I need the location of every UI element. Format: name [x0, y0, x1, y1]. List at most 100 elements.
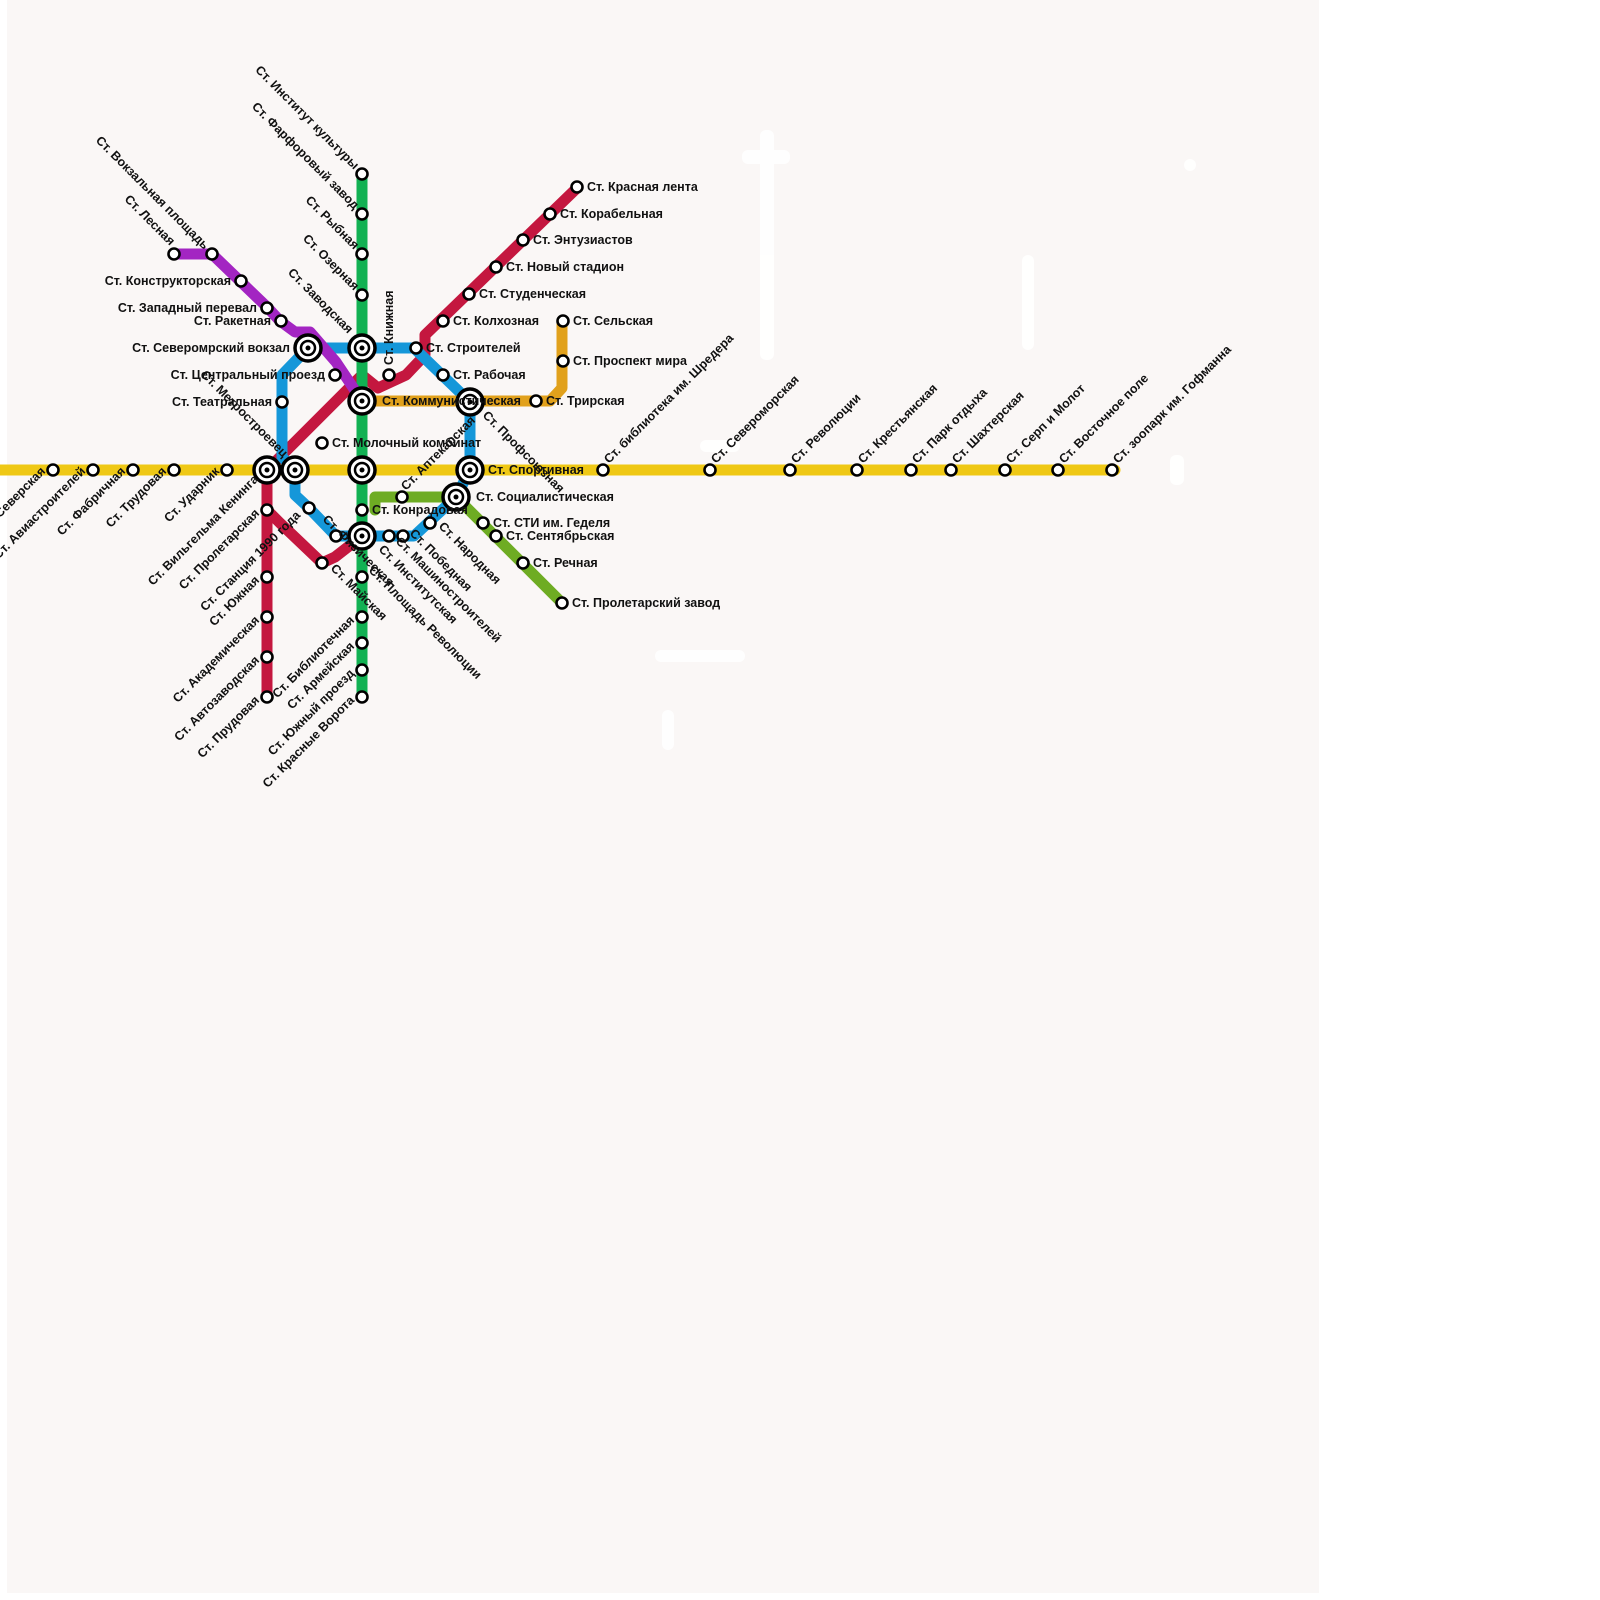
- station-marker[interactable]: [355, 207, 369, 221]
- station-label: Ст. Спортивная: [488, 463, 584, 477]
- station-marker[interactable]: [347, 386, 377, 416]
- station-marker[interactable]: [455, 387, 485, 417]
- station-marker[interactable]: [347, 455, 377, 485]
- station-marker[interactable]: [355, 663, 369, 677]
- station-marker[interactable]: [556, 354, 570, 368]
- station-marker[interactable]: [205, 247, 219, 261]
- station-marker[interactable]: [293, 333, 323, 363]
- station-label: Ст. Трирская: [546, 394, 625, 408]
- station-marker[interactable]: [703, 463, 717, 477]
- station-marker[interactable]: [86, 463, 100, 477]
- station-marker[interactable]: [260, 610, 274, 624]
- station-marker[interactable]: [302, 501, 316, 515]
- station-marker[interactable]: [126, 463, 140, 477]
- station-marker[interactable]: [555, 596, 569, 610]
- station-marker[interactable]: [329, 529, 343, 543]
- station-marker[interactable]: [462, 287, 476, 301]
- station-label: Ст. Проспект мира: [573, 354, 688, 368]
- station-label: Ст. Коммунистическая: [382, 394, 521, 408]
- station-marker[interactable]: [347, 333, 377, 363]
- station-label: Ст. Центральный проезд: [171, 368, 325, 382]
- station-marker[interactable]: [382, 529, 396, 543]
- station-marker[interactable]: [315, 436, 329, 450]
- station-marker[interactable]: [355, 503, 369, 517]
- station-marker[interactable]: [355, 610, 369, 624]
- station-marker[interactable]: [1051, 463, 1065, 477]
- station-label: Ст. Новый стадион: [506, 260, 624, 274]
- station-marker[interactable]: [220, 463, 234, 477]
- station-marker[interactable]: [423, 516, 437, 530]
- station-marker[interactable]: [1105, 463, 1119, 477]
- station-label: Ст. Сельская: [573, 314, 653, 328]
- station-marker[interactable]: [441, 482, 471, 512]
- station-marker[interactable]: [455, 455, 485, 485]
- background-watermark: [655, 130, 1196, 750]
- station-marker[interactable]: [167, 463, 181, 477]
- station-marker[interactable]: [234, 274, 248, 288]
- station-marker[interactable]: [396, 529, 410, 543]
- station-label: Ст. Рабочая: [453, 368, 526, 382]
- station-label: Ст. Энтузиастов: [533, 233, 633, 247]
- station-label: Ст. Социалистическая: [476, 490, 614, 504]
- station-marker[interactable]: [260, 570, 274, 584]
- station-marker[interactable]: [46, 463, 60, 477]
- station-marker[interactable]: [409, 341, 423, 355]
- station-label: Ст. Строителей: [426, 341, 521, 355]
- station-marker[interactable]: [382, 368, 396, 382]
- station-marker[interactable]: [355, 247, 369, 261]
- station-marker[interactable]: [436, 314, 450, 328]
- station-marker[interactable]: [274, 314, 288, 328]
- station-marker[interactable]: [543, 207, 557, 221]
- station-label: Ст. Конструкторская: [105, 274, 231, 288]
- station-marker[interactable]: [280, 455, 310, 485]
- station-marker[interactable]: [355, 690, 369, 704]
- station-marker[interactable]: [516, 233, 530, 247]
- station-label: Ст. Северомрский вокзал: [132, 341, 290, 355]
- station-marker[interactable]: [260, 650, 274, 664]
- station-marker[interactable]: [355, 570, 369, 584]
- station-marker[interactable]: [596, 463, 610, 477]
- station-label: Ст. Конрадовая: [372, 503, 468, 517]
- station-label: Ст. Колхозная: [453, 314, 539, 328]
- station-label: Ст. Корабельная: [560, 207, 663, 221]
- station-marker[interactable]: [556, 314, 570, 328]
- station-marker[interactable]: [998, 463, 1012, 477]
- station-marker[interactable]: [355, 636, 369, 650]
- station-marker[interactable]: [328, 368, 342, 382]
- station-marker[interactable]: [355, 288, 369, 302]
- station-marker[interactable]: [260, 690, 274, 704]
- station-label: Ст. Студенческая: [479, 287, 586, 301]
- metro-line-olive: [369, 491, 568, 609]
- station-label: Ст. Театральная: [172, 395, 272, 409]
- station-label: Ст. Западный перевал: [118, 301, 257, 315]
- station-marker[interactable]: [436, 368, 450, 382]
- station-marker[interactable]: [167, 247, 181, 261]
- station-marker[interactable]: [489, 529, 503, 543]
- metro-stations: [46, 167, 1119, 704]
- station-marker[interactable]: [904, 463, 918, 477]
- station-marker[interactable]: [476, 516, 490, 530]
- station-marker[interactable]: [355, 167, 369, 181]
- station-marker[interactable]: [516, 556, 530, 570]
- station-label: Ст. Речная: [533, 556, 598, 570]
- station-marker[interactable]: [783, 463, 797, 477]
- station-label: Ст. Сентябрьская: [506, 529, 614, 543]
- station-marker[interactable]: [252, 455, 282, 485]
- station-label: Ст. Молочный комбинат: [332, 436, 481, 450]
- station-label: Ст. Книжная: [382, 290, 396, 365]
- station-marker[interactable]: [570, 180, 584, 194]
- station-label: Ст. СТИ им. Геделя: [493, 516, 610, 530]
- station-marker[interactable]: [944, 463, 958, 477]
- station-marker[interactable]: [347, 521, 377, 551]
- station-label: Ст. Красная лента: [587, 180, 699, 194]
- station-marker[interactable]: [315, 556, 329, 570]
- station-marker[interactable]: [850, 463, 864, 477]
- station-marker[interactable]: [260, 503, 274, 517]
- station-marker[interactable]: [395, 490, 409, 504]
- station-marker[interactable]: [529, 394, 543, 408]
- station-marker[interactable]: [489, 260, 503, 274]
- station-label: Ст. Пролетарский завод: [572, 596, 720, 610]
- station-marker[interactable]: [260, 301, 274, 315]
- station-marker[interactable]: [275, 395, 289, 409]
